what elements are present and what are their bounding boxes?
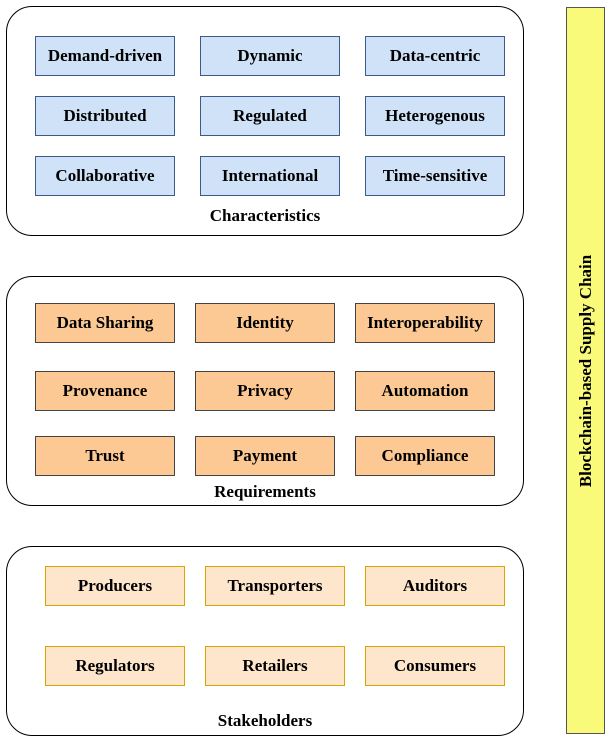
requirement-box: Automation bbox=[355, 371, 495, 411]
stakeholder-box: Producers bbox=[45, 566, 185, 606]
requirement-box: Privacy bbox=[195, 371, 335, 411]
characteristic-box: Heterogenous bbox=[365, 96, 505, 136]
requirement-box: Identity bbox=[195, 303, 335, 343]
stakeholders-title: Stakeholders bbox=[217, 711, 313, 730]
characteristic-box: Regulated bbox=[200, 96, 340, 136]
stakeholder-box: Retailers bbox=[205, 646, 345, 686]
requirement-box: Provenance bbox=[35, 371, 175, 411]
characteristic-box: Data-centric bbox=[365, 36, 505, 76]
stakeholders-panel: Producers Transporters Auditors Regulato… bbox=[6, 546, 524, 736]
side-label-bar: Blockchain-based Supply Chain bbox=[566, 7, 605, 734]
requirement-box: Payment bbox=[195, 436, 335, 476]
characteristic-box: International bbox=[200, 156, 340, 196]
characteristic-box: Demand-driven bbox=[35, 36, 175, 76]
characteristic-box: Time-sensitive bbox=[365, 156, 505, 196]
stakeholder-box: Regulators bbox=[45, 646, 185, 686]
requirements-panel: Data Sharing Identity Interoperability P… bbox=[6, 276, 524, 506]
characteristics-title: Characteristics bbox=[209, 206, 321, 225]
side-label-text: Blockchain-based Supply Chain bbox=[575, 254, 595, 487]
stakeholder-box: Consumers bbox=[365, 646, 505, 686]
characteristics-panel: Demand-driven Dynamic Data-centric Distr… bbox=[6, 6, 524, 236]
requirements-title: Requirements bbox=[214, 482, 316, 501]
stakeholder-box: Transporters bbox=[205, 566, 345, 606]
requirement-box: Compliance bbox=[355, 436, 495, 476]
characteristic-box: Dynamic bbox=[200, 36, 340, 76]
requirement-box: Data Sharing bbox=[35, 303, 175, 343]
stakeholder-box: Auditors bbox=[365, 566, 505, 606]
characteristic-box: Distributed bbox=[35, 96, 175, 136]
characteristic-box: Collaborative bbox=[35, 156, 175, 196]
requirement-box: Trust bbox=[35, 436, 175, 476]
requirement-box: Interoperability bbox=[355, 303, 495, 343]
